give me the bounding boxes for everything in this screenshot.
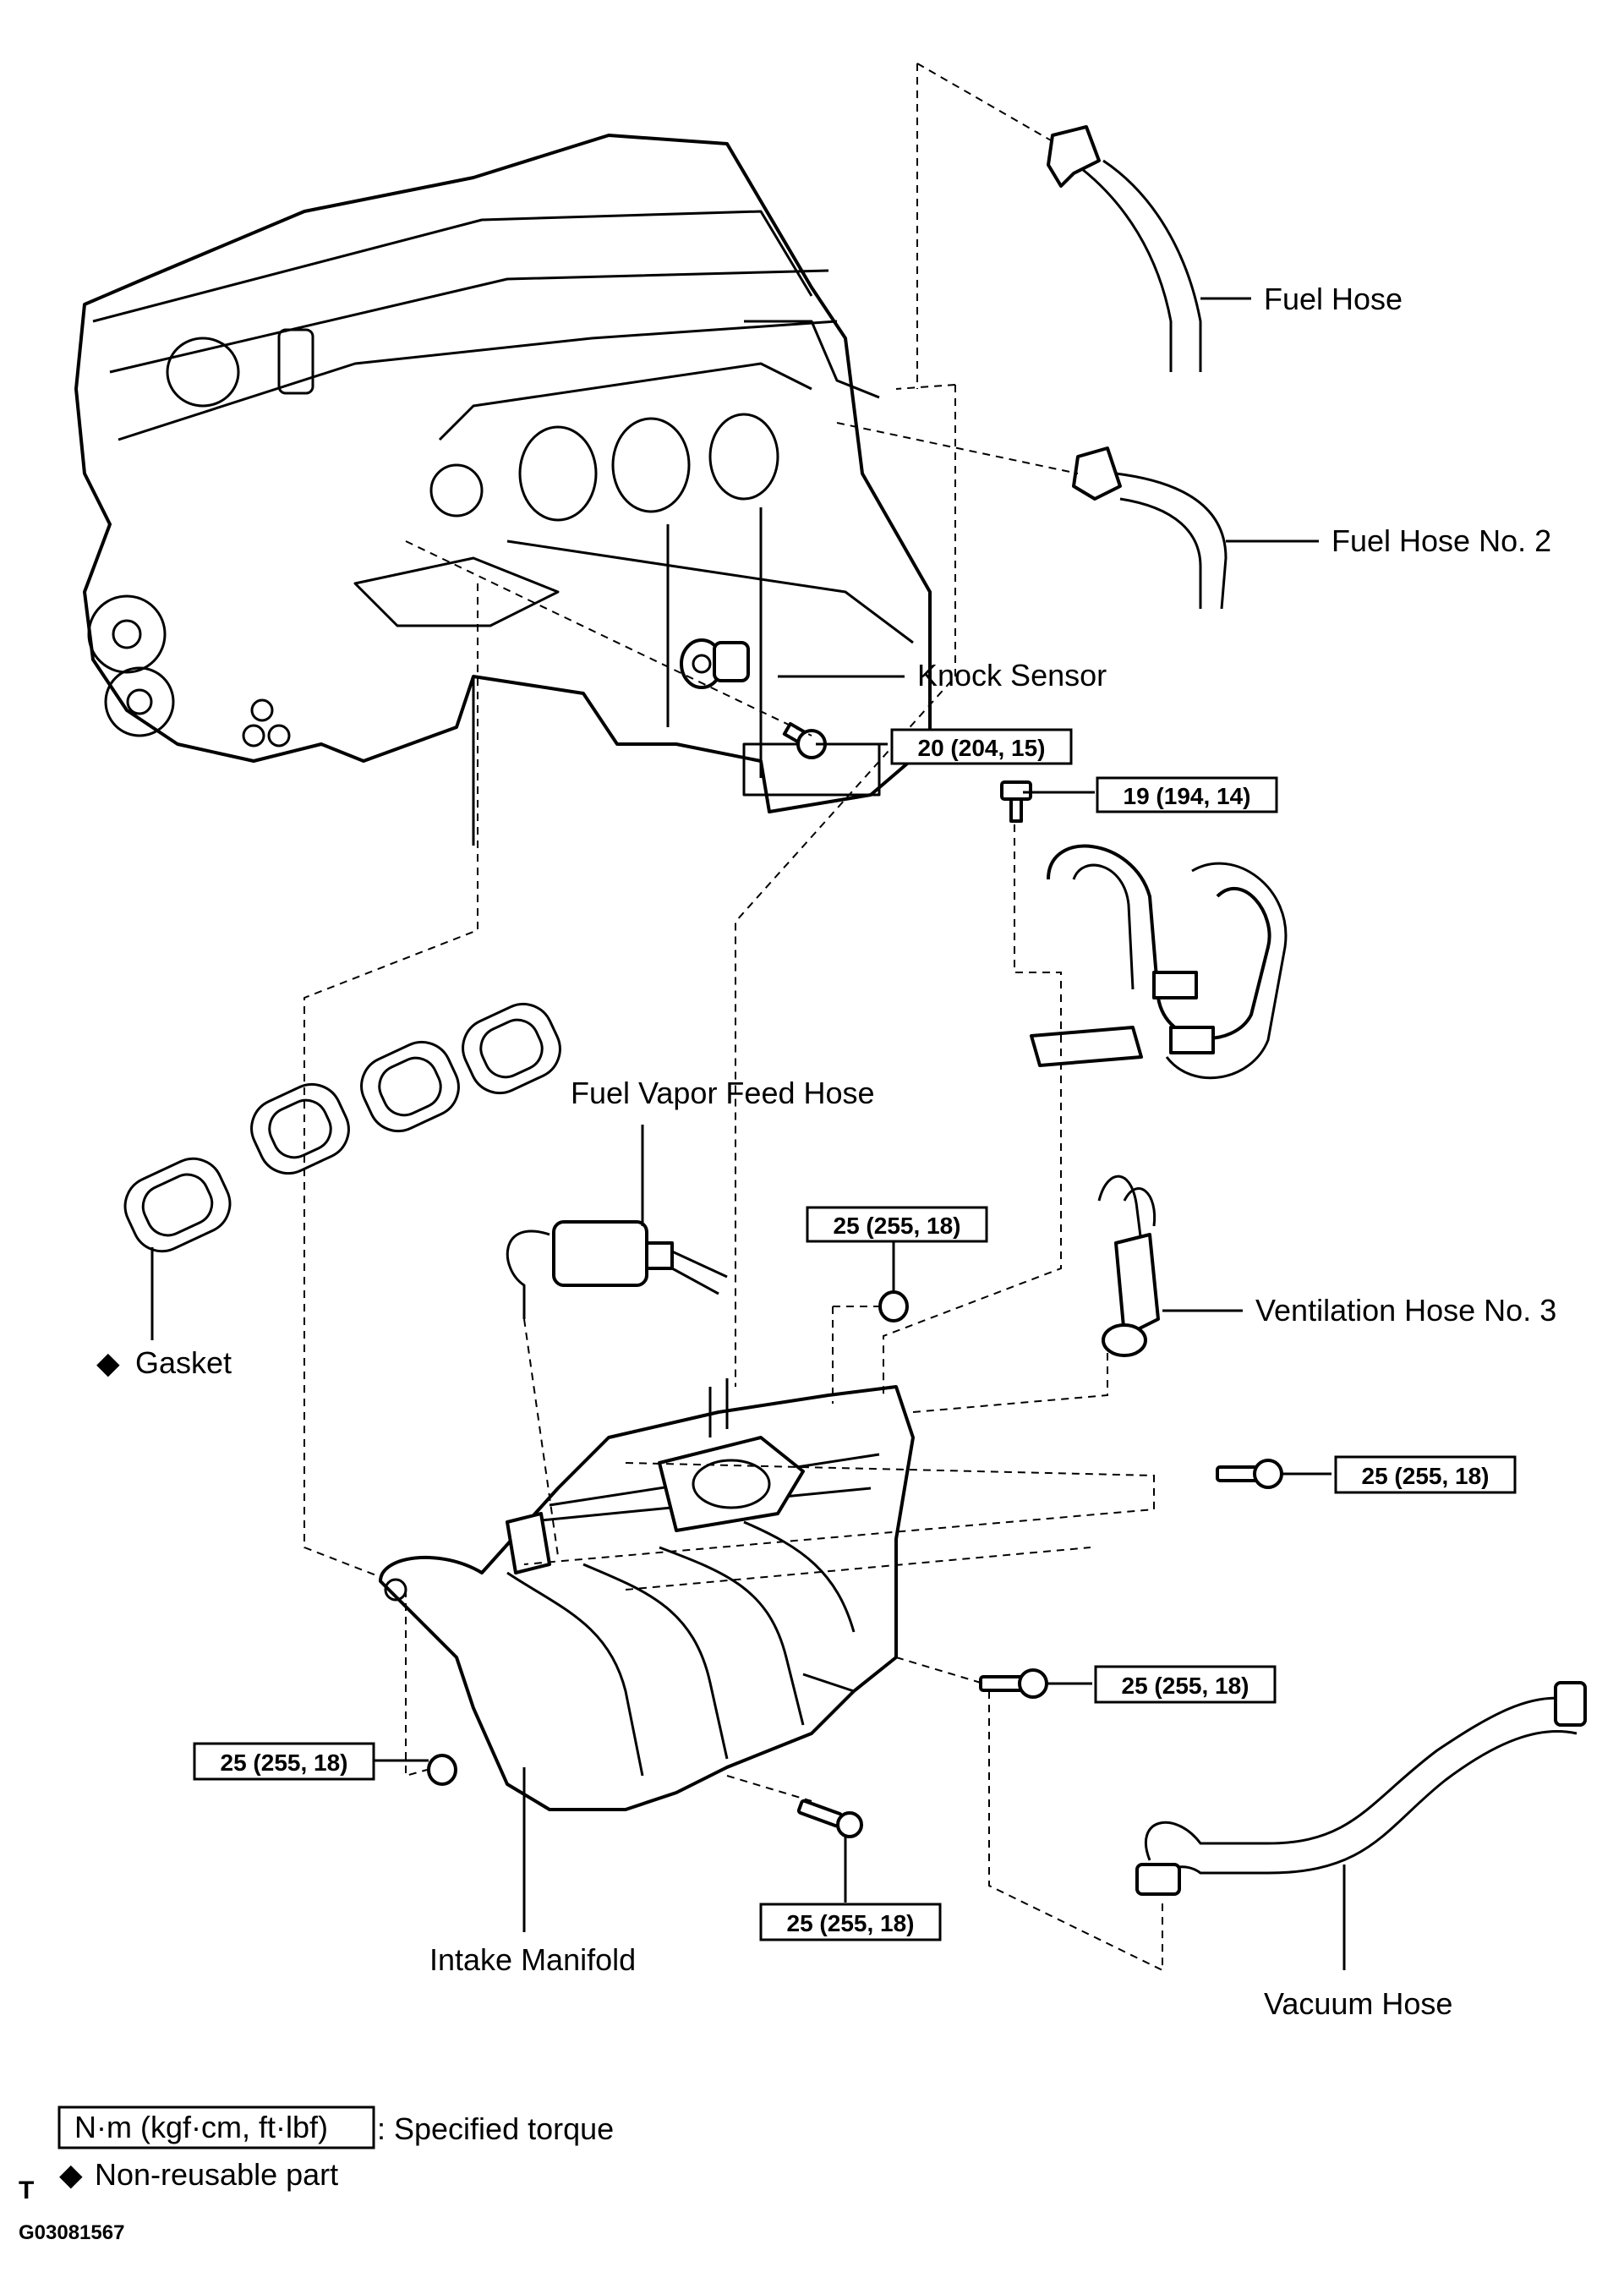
bolt-right-upper xyxy=(1216,1459,1283,1489)
label-fuel-hose-no2: Fuel Hose No. 2 xyxy=(1331,523,1551,558)
legend-torque-unit: N·m (kgf·cm, ft·lbf) xyxy=(74,2110,328,2144)
nut-top xyxy=(878,1290,909,1322)
vacuum-hose-part xyxy=(1135,1681,1587,1896)
torque-box-bolt-right-upper: 25 (255, 18) xyxy=(1334,1455,1517,1494)
label-vacuum-hose: Vacuum Hose xyxy=(1264,1986,1452,2021)
bolt-bottom xyxy=(796,1799,863,1838)
legend-nonreusable-desc: Non-reusable part xyxy=(95,2157,338,2192)
intake-manifold-part xyxy=(379,1378,915,1811)
torque-box-knock-sensor-bolt: 20 (204, 15) xyxy=(890,728,1073,765)
nut-left xyxy=(427,1754,457,1786)
legend-torque-box xyxy=(57,2106,375,2149)
legend: N·m (kgf·cm, ft·lbf) : Specified torque … xyxy=(19,2106,614,2244)
torque-box-nut-left: 25 (255, 18) xyxy=(193,1742,375,1781)
legend-nonreusable-symbol: ◆ xyxy=(59,2157,83,2192)
gasket-part xyxy=(123,1002,561,1253)
label-ventilation-hose-no3: Ventilation Hose No. 3 xyxy=(1255,1293,1556,1328)
svg-text:20 (204, 15): 20 (204, 15) xyxy=(918,735,1046,761)
figure-id: G03081567 xyxy=(19,2221,124,2244)
legend-torque-desc: : Specified torque xyxy=(377,2111,614,2146)
label-fuel-hose: Fuel Hose xyxy=(1264,282,1403,316)
svg-text:25 (255, 18): 25 (255, 18) xyxy=(221,1750,348,1776)
corner-letter: T xyxy=(19,2177,34,2204)
fuel-hose-no2-part xyxy=(1072,446,1228,610)
svg-text:25 (255, 18): 25 (255, 18) xyxy=(834,1213,961,1239)
label-fuel-vapor-feed-hose: Fuel Vapor Feed Hose xyxy=(571,1076,875,1110)
gasket-nonreusable-marker: ◆ xyxy=(96,1345,120,1380)
svg-text:25 (255, 18): 25 (255, 18) xyxy=(1362,1463,1490,1489)
leader-lines xyxy=(150,297,1346,1970)
bolt-right-lower xyxy=(979,1668,1048,1699)
torque-box-nut-top: 25 (255, 18) xyxy=(806,1206,988,1243)
svg-text:25 (255, 18): 25 (255, 18) xyxy=(1122,1673,1249,1699)
torque-box-bracket-bolt: 19 (194, 14) xyxy=(1096,776,1278,813)
svg-text:19 (194, 14): 19 (194, 14) xyxy=(1124,783,1251,809)
torque-box-bolt-bottom: 25 (255, 18) xyxy=(759,1903,942,1941)
torque-box-bolt-right-lower: 25 (255, 18) xyxy=(1094,1665,1277,1704)
ventilation-hose-part xyxy=(1030,844,1288,1357)
label-gasket: Gasket xyxy=(135,1345,232,1380)
svg-text:25 (255, 18): 25 (255, 18) xyxy=(787,1910,915,1936)
bracket-bolt xyxy=(1000,780,1032,823)
fuel-hose-part xyxy=(1047,125,1202,372)
knock-sensor-part xyxy=(680,638,750,689)
fuel-vapor-feed-hose-part xyxy=(506,1220,728,1319)
alignment-dashed-lines xyxy=(303,63,1163,1972)
label-intake-manifold: Intake Manifold xyxy=(429,1942,636,1977)
label-knock-sensor: Knock Sensor xyxy=(917,658,1107,693)
